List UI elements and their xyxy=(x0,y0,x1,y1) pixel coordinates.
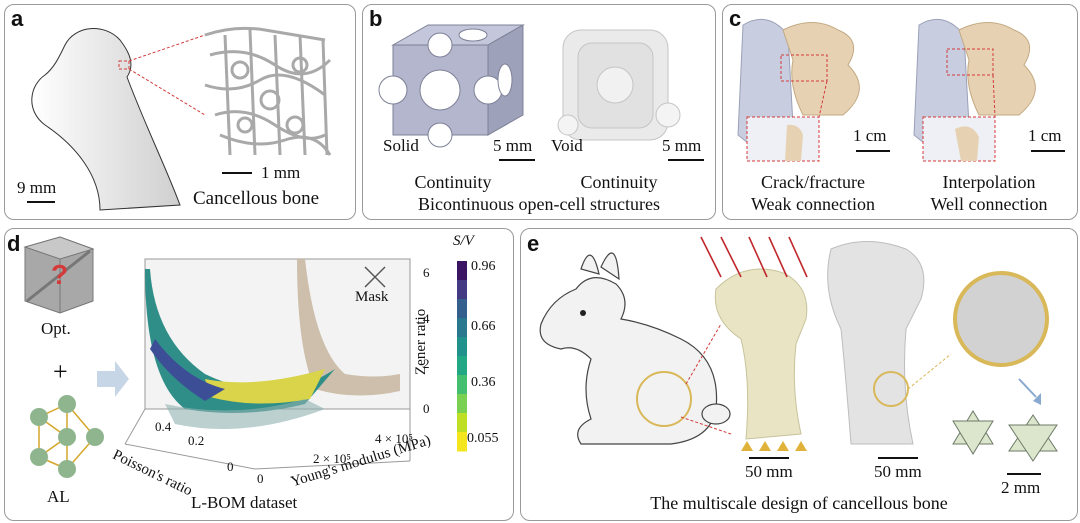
colorbar-swatch xyxy=(457,280,467,300)
crack-line2: Weak connection xyxy=(751,194,875,214)
load-arrows xyxy=(700,236,808,278)
x-tick-2: 0 xyxy=(227,459,234,474)
solid-cube xyxy=(378,24,525,148)
scale-label-c-right: 1 cm xyxy=(1028,126,1062,145)
unit-cell-right xyxy=(1008,414,1058,462)
colorbar-swatch xyxy=(457,375,467,395)
scale-bar-b-left xyxy=(499,159,535,161)
scale-label-b-left: 5 mm xyxy=(493,136,533,155)
scale-label-bone: 9 mm xyxy=(17,178,57,197)
dataset-label: L-BOM dataset xyxy=(191,493,298,512)
panel-e-illustration xyxy=(539,236,1058,462)
x-tick-1: 0.2 xyxy=(188,433,205,448)
y-tick-2: 4 × 10⁵ xyxy=(375,431,413,446)
colorbar-tick-1: 0.66 xyxy=(471,319,496,334)
flow-arrow xyxy=(97,361,129,397)
void-label: Void xyxy=(551,136,583,155)
hip-magnifier xyxy=(636,371,692,427)
x-tick-0: 0.4 xyxy=(155,419,172,434)
solid-label: Solid xyxy=(383,136,419,155)
panel-d: d xyxy=(4,228,514,521)
panel-c-label: c xyxy=(729,6,742,31)
al-label: AL xyxy=(47,487,70,506)
colorbar-tick-0: 0.96 xyxy=(471,259,496,274)
colorbar-tick-2: 0.36 xyxy=(471,375,496,390)
plus-label: + xyxy=(53,357,68,386)
panel-a-label: a xyxy=(11,6,24,31)
panel-b-caption: Bicontinuous open-cell structures xyxy=(418,194,660,214)
femur-model xyxy=(714,268,808,440)
data-surface-dark xyxy=(150,339,225,401)
scale-label-micro: 1 mm xyxy=(261,163,301,182)
colorbar-swatch xyxy=(457,413,467,433)
cancellous-microstructure xyxy=(204,26,332,156)
plot-box xyxy=(124,258,411,470)
unit-cell-left xyxy=(952,410,994,455)
mask-shadow xyxy=(165,399,325,429)
panel-c: c 1 cm 1 cm Crack/fracture Weak connecti… xyxy=(722,4,1078,220)
colorbar-tick-3: 0.055 xyxy=(467,431,499,446)
colorbar-swatch xyxy=(457,356,467,376)
opt-cube-icon xyxy=(23,236,95,314)
panel-c-illustration xyxy=(737,18,1036,162)
rabbit-illustration xyxy=(539,252,731,445)
scale-bar-micro xyxy=(222,172,252,174)
y-tick-1: 2 × 10⁵ xyxy=(313,451,351,466)
panel-a-illustration xyxy=(31,26,332,211)
panel-a-caption: Cancellous bone xyxy=(193,188,320,209)
continuity-right: Continuity xyxy=(580,172,658,192)
scale-label-cell: 2 mm xyxy=(1001,478,1041,497)
opt-label: Opt. xyxy=(41,319,71,338)
lattice-femur xyxy=(827,241,925,445)
panel-e: e xyxy=(520,228,1078,521)
colorbar-swatch xyxy=(457,318,467,338)
interp-line1: Interpolation xyxy=(942,172,1036,192)
data-surface-highlight xyxy=(205,369,325,404)
network-nodes xyxy=(30,395,104,478)
panel-d-illustration xyxy=(23,236,467,478)
colorbar-swatch xyxy=(457,394,467,414)
scale-label-lattice: 50 mm xyxy=(874,462,922,481)
colorbar-swatch xyxy=(457,432,467,452)
void-cube xyxy=(557,29,681,141)
y-tick-0: 0 xyxy=(257,471,264,486)
trabecular-zoom xyxy=(953,271,1049,367)
colorbar-swatch xyxy=(457,261,467,281)
panel-d-label: d xyxy=(7,231,21,256)
femur-bone-shape xyxy=(31,28,181,211)
interpolation-composite xyxy=(913,18,1036,162)
scale-label-c-left: 1 cm xyxy=(853,126,887,145)
panel-e-caption: The multiscale design of cancellous bone xyxy=(650,493,948,513)
z-tick-3: 6 xyxy=(423,265,430,280)
scale-bar-bone xyxy=(27,201,55,203)
panel-a: a 9 mm 1 mm Cancellous bone xyxy=(4,4,356,220)
colorbar-swatch xyxy=(457,299,467,319)
support-markers xyxy=(741,441,807,451)
mask-surface xyxy=(297,259,400,396)
z-tick-0: 0 xyxy=(423,401,430,416)
interp-line2: Well connection xyxy=(930,194,1048,214)
panel-b-label: b xyxy=(369,6,383,31)
panel-b-illustration xyxy=(378,24,681,148)
z-tick-1: 2 xyxy=(423,356,430,371)
panel-b: b Solid Void 5 mm 5 mm Continuity Contin… xyxy=(362,4,716,220)
mask-label: Mask xyxy=(355,289,389,305)
scale-bar-c-right xyxy=(1031,150,1065,152)
scale-bar-femur xyxy=(749,457,789,459)
colorbar xyxy=(457,261,467,452)
continuity-left: Continuity xyxy=(414,172,492,192)
colorbar-swatch xyxy=(457,337,467,357)
panel-e-label: e xyxy=(527,231,540,256)
crack-line1: Crack/fracture xyxy=(761,172,865,192)
crack-composite xyxy=(737,18,860,162)
scale-label-b-right: 5 mm xyxy=(662,136,702,155)
scale-label-femur: 50 mm xyxy=(745,462,793,481)
colorbar-title: S/V xyxy=(453,233,474,249)
scale-bar-cell xyxy=(1007,473,1041,475)
scale-bar-b-right xyxy=(668,159,704,161)
scale-bar-lattice xyxy=(878,457,918,459)
z-tick-2: 4 xyxy=(423,311,430,326)
scale-bar-c-left xyxy=(856,150,890,152)
question-mark: ? xyxy=(51,259,69,290)
